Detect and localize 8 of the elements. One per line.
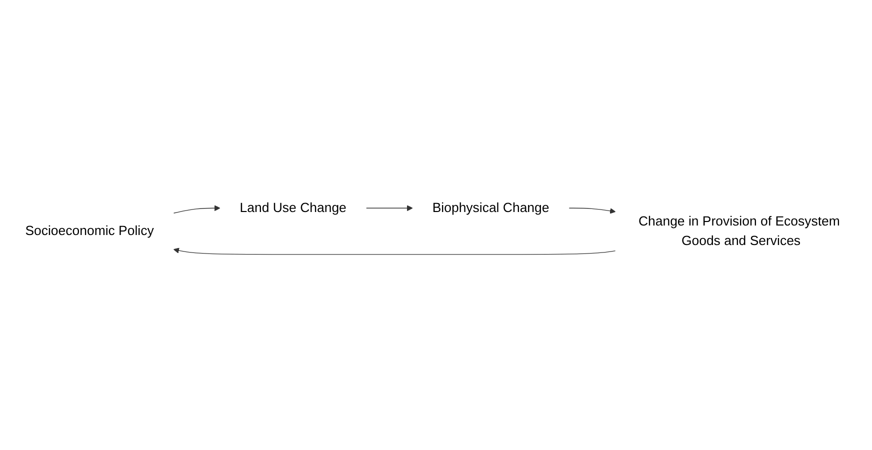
- arrow: [366, 206, 413, 212]
- node-text: Biophysical Change: [432, 201, 550, 216]
- node-text: Land Use Change: [240, 201, 346, 216]
- arrow: [173, 206, 220, 214]
- arrow: [173, 248, 616, 256]
- arrow: [568, 208, 616, 214]
- node-text: Change in Provision of Ecosystem Goods and Services: [638, 214, 840, 249]
- node-text: Socioeconomic Policy: [25, 224, 154, 239]
